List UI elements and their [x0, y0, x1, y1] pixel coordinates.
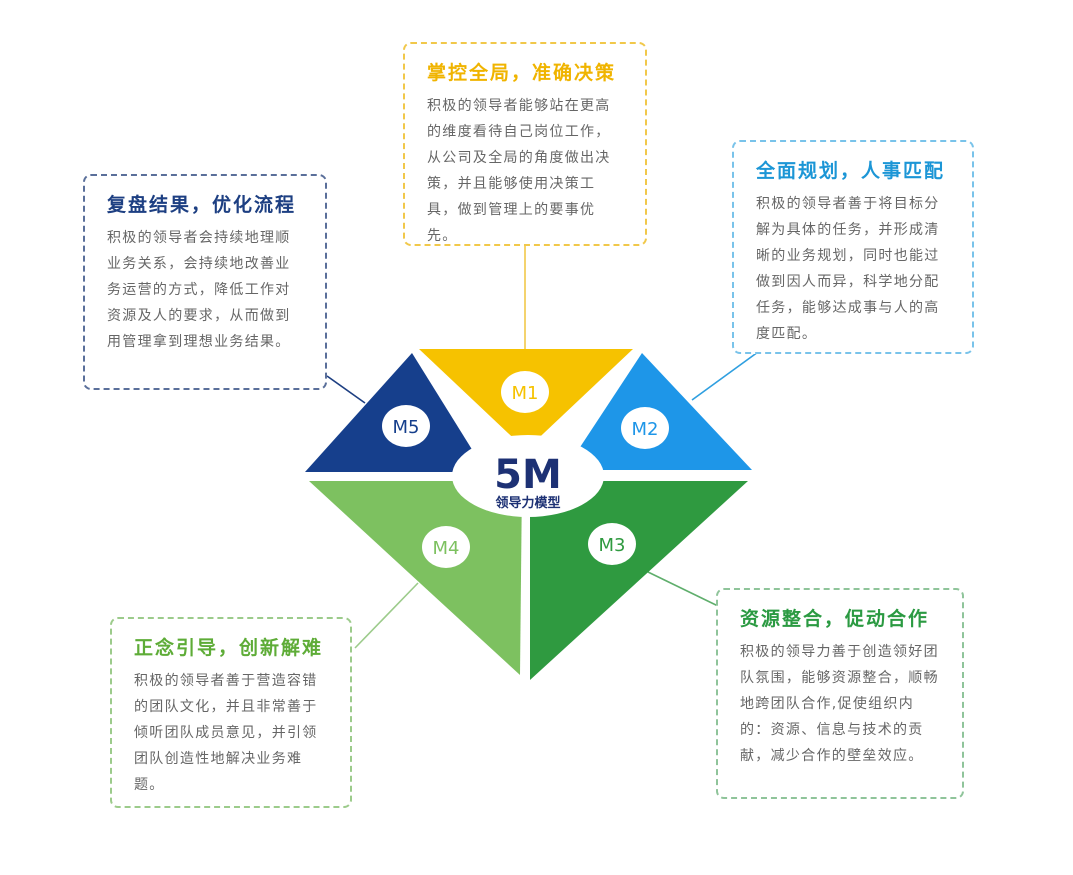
- card-m4: 正念引导，创新解难 积极的领导者善于营造容错的团队文化，并且非常善于倾听团队成员…: [110, 617, 352, 808]
- segment-m3: [530, 481, 748, 680]
- card-m3: 资源整合，促动合作 积极的领导力善于创造领好团队氛围，能够资源整合，顺畅地跨团队…: [716, 588, 964, 799]
- connector-m2: [691, 351, 759, 401]
- center-oval: 5M 领导力模型: [452, 435, 604, 517]
- card-m5-title: 复盘结果，优化流程: [107, 194, 297, 216]
- card-m2: 全面规划，人事匹配 积极的领导者善于将目标分解为具体的任务，并形成清晰的业务规划…: [732, 140, 974, 354]
- badge-m5: M5: [382, 405, 430, 447]
- center-title: 5M: [494, 452, 562, 498]
- badge-m2: M2: [621, 407, 669, 449]
- card-m3-title: 资源整合，促动合作: [740, 608, 930, 630]
- card-m4-body: 积极的领导者善于营造容错的团队文化，并且非常善于倾听团队成员意见，并引领团队创造…: [134, 673, 318, 793]
- badge-m4-label: M4: [433, 538, 460, 559]
- center-subtitle: 领导力模型: [495, 495, 560, 511]
- card-m1: 掌控全局，准确决策 积极的领导者能够站在更高的维度看待自己岗位工作，从公司及全局…: [403, 42, 647, 246]
- badge-m3-label: M3: [599, 535, 626, 556]
- card-m4-title: 正念引导，创新解难: [134, 637, 324, 659]
- badge-m2-label: M2: [632, 419, 659, 440]
- badge-m1: M1: [501, 371, 549, 413]
- badge-m5-label: M5: [393, 417, 420, 438]
- card-m5: 复盘结果，优化流程 积极的领导者会持续地理顺业务关系，会持续地改善业务运营的方式…: [83, 174, 327, 390]
- badge-m3: M3: [588, 523, 636, 565]
- connector-m5: [326, 375, 366, 404]
- card-m2-body: 积极的领导者善于将目标分解为具体的任务，并形成清晰的业务规划，同时也能过做到因人…: [756, 196, 940, 342]
- connector-m4: [354, 582, 419, 649]
- badge-m1-label: M1: [512, 383, 539, 404]
- badge-m4: M4: [422, 526, 470, 568]
- card-m1-body: 积极的领导者能够站在更高的维度看待自己岗位工作，从公司及全局的角度做出决策，并且…: [427, 98, 611, 244]
- card-m5-body: 积极的领导者会持续地理顺业务关系，会持续地改善业务运营的方式，降低工作对资源及人…: [107, 230, 291, 350]
- card-m1-title: 掌控全局，准确决策: [427, 62, 617, 84]
- segment-m4: [309, 481, 522, 675]
- card-m2-title: 全面规划，人事匹配: [756, 160, 946, 182]
- card-m3-body: 积极的领导力善于创造领好团队氛围，能够资源整合，顺畅地跨团队合作,促使组织内的：…: [740, 644, 939, 764]
- connector-m3: [647, 571, 719, 607]
